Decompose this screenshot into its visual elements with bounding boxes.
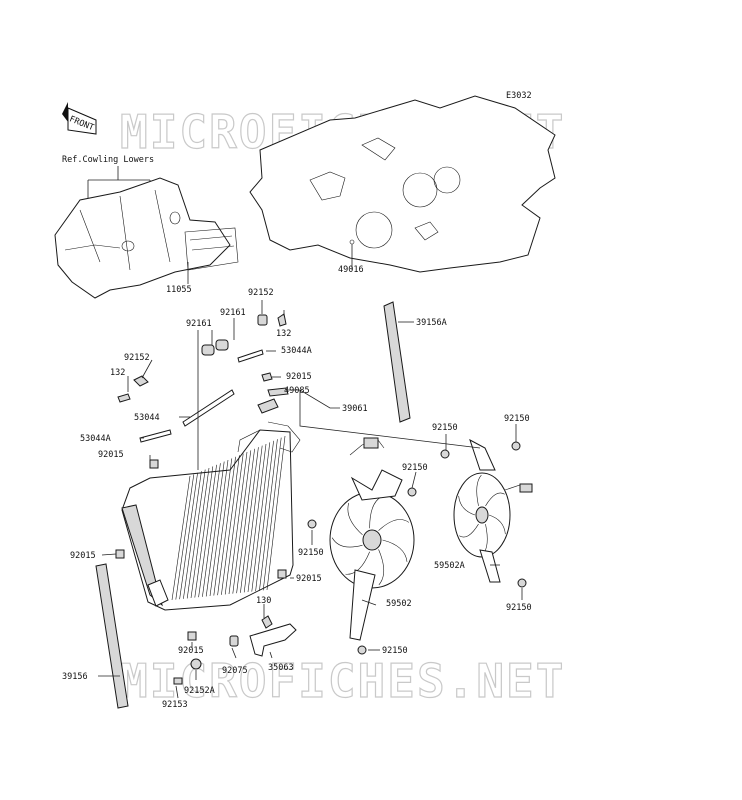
- label-92150-e: 92150: [506, 603, 532, 613]
- reference-leader: [87, 166, 151, 200]
- fasteners: [115, 313, 527, 685]
- label-132-top: 132: [276, 329, 291, 339]
- label-92015-left: 92015: [98, 450, 124, 460]
- rod-53044a-lower: [139, 429, 172, 443]
- label-35063: 35063: [268, 663, 294, 673]
- part-labels: 92152 92161 92161 132 53044A 92152 132 9…: [62, 288, 532, 710]
- label-92153: 92153: [162, 700, 188, 710]
- label-53044A-top: 53044A: [281, 346, 312, 356]
- label-49016: 49016: [338, 265, 364, 275]
- label-92161-b: 92161: [186, 319, 212, 329]
- label-92015-mid: 92015: [70, 551, 96, 561]
- label-92150-b: 92150: [504, 414, 530, 424]
- label-92150-a: 92150: [432, 423, 458, 433]
- air-duct-39156a: [383, 301, 411, 423]
- radiator: [121, 421, 301, 611]
- label-92015-right: 92015: [296, 574, 322, 584]
- label-132-left: 132: [110, 368, 125, 378]
- heat-shield-plate: [249, 95, 556, 273]
- label-92150-c: 92150: [402, 463, 428, 473]
- label-92150-f: 92150: [382, 646, 408, 656]
- label-92152-left: 92152: [124, 353, 150, 363]
- reference-note: Ref.Cowling Lowers: [62, 155, 154, 165]
- air-duct-39156: [95, 563, 129, 709]
- label-39156A: 39156A: [416, 318, 447, 328]
- rod-53044: [182, 389, 235, 427]
- label-92075: 92075: [222, 666, 248, 676]
- label-49085: 49085: [284, 386, 310, 396]
- label-11055: 11055: [166, 285, 192, 295]
- label-92150-d: 92150: [298, 548, 324, 558]
- front-arrow-icon: FRONT: [62, 102, 97, 135]
- label-92015-top: 92015: [286, 372, 312, 382]
- label-53044A-left: 53044A: [80, 434, 111, 444]
- label-39061: 39061: [342, 404, 368, 414]
- label-39156: 39156: [62, 672, 88, 682]
- fan-59502a: [453, 438, 533, 583]
- diagram-code: E3032: [506, 91, 532, 101]
- rod-53044a-upper: [237, 349, 264, 363]
- fan-59502: [329, 437, 415, 641]
- label-92015-bottom: 92015: [178, 646, 204, 656]
- label-92152A: 92152A: [184, 686, 215, 696]
- label-130: 130: [256, 596, 271, 606]
- label-92152-top: 92152: [248, 288, 274, 298]
- bracket-35063: [249, 623, 297, 657]
- leader-lines: [98, 300, 523, 699]
- cowling-lower: [54, 177, 239, 299]
- label-59502: 59502: [386, 599, 412, 609]
- label-59502A: 59502A: [434, 561, 465, 571]
- label-53044: 53044: [134, 413, 160, 423]
- label-92161-a: 92161: [220, 308, 246, 318]
